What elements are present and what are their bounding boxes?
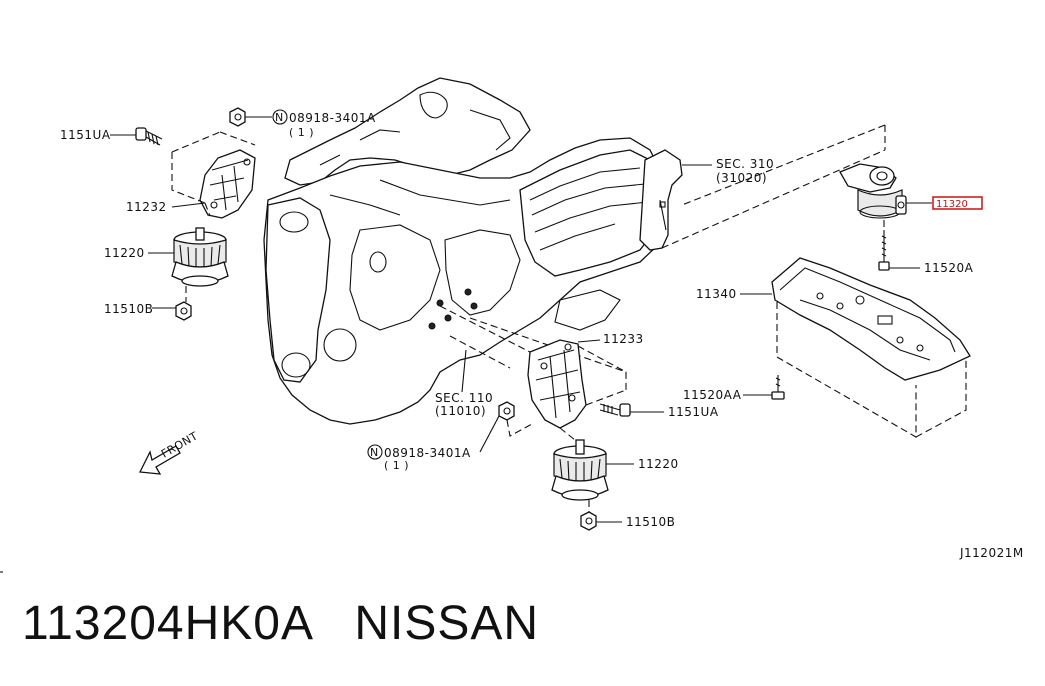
label-bolt-right: 1151UA	[668, 405, 719, 419]
label-insulator-left: 11220	[104, 246, 145, 260]
rear-mount-assembly	[661, 124, 971, 438]
label-nut-bottom-qty: ( 1 )	[384, 459, 409, 472]
label-bolt-top-left: 1151UA	[60, 128, 111, 142]
label-bolt-rear: 11520A	[924, 261, 974, 275]
brand-name: NISSAN	[354, 597, 540, 650]
label-bracket-right: 11233	[603, 332, 644, 346]
rear-mount-11320	[839, 163, 907, 219]
front-arrow-icon: FRONT	[138, 429, 200, 475]
insulator-left	[171, 227, 229, 287]
n-symbol-icon	[367, 444, 383, 460]
bracket-11232	[199, 149, 256, 219]
bolt-icon	[135, 127, 163, 146]
nut-icon	[580, 511, 597, 531]
label-n-symbol: N	[275, 111, 284, 124]
nut-icon	[175, 301, 192, 321]
label-sec-310-sub: (31020)	[716, 171, 767, 185]
part-number: 113204HK0A	[22, 597, 312, 650]
n-symbol-icon	[272, 109, 288, 125]
label-diagram-code: J112021M	[959, 546, 1024, 560]
label-front: FRONT	[159, 429, 200, 460]
nut-icon	[498, 401, 515, 421]
label-sec-110-sub: (11010)	[435, 404, 486, 418]
label-sec-310: SEC. 310	[716, 157, 774, 171]
crossmember-11340	[771, 257, 971, 381]
label-bolt-cross: 11520AA	[683, 388, 742, 402]
bolt-icon	[771, 375, 785, 400]
label-crossmember: 11340	[696, 287, 737, 301]
bolt-icon	[878, 230, 890, 271]
part-labels: 1151UA N 08918-3401A ( 1 ) 11232 11220 1…	[60, 109, 1024, 560]
label-insulator-right: 11220	[638, 457, 679, 471]
label-nut-right: 11510B	[626, 515, 675, 529]
label-rear-mount[interactable]: 11320	[936, 199, 968, 210]
label-bracket-left: 11232	[126, 200, 167, 214]
bracket-11233	[527, 339, 587, 429]
label-nut-top-qty: ( 1 )	[289, 126, 314, 139]
label-sec-110: SEC. 110	[435, 391, 493, 405]
nut-icon	[229, 107, 246, 127]
footer-title: 113204HK0A NISSAN	[22, 596, 539, 651]
label-nut-top: 08918-3401A	[289, 111, 376, 125]
engine-block	[263, 77, 683, 425]
leader-lines	[110, 116, 932, 523]
highlight-box	[932, 196, 983, 210]
label-nut-left: 11510B	[104, 302, 153, 316]
insulator-right	[551, 439, 609, 501]
left-mount-assembly	[135, 107, 256, 321]
bolt-icon	[599, 403, 631, 417]
label-n-symbol-bottom: N	[370, 446, 379, 459]
right-mount-assembly	[439, 305, 631, 531]
label-nut-bottom: 08918-3401A	[384, 446, 471, 460]
